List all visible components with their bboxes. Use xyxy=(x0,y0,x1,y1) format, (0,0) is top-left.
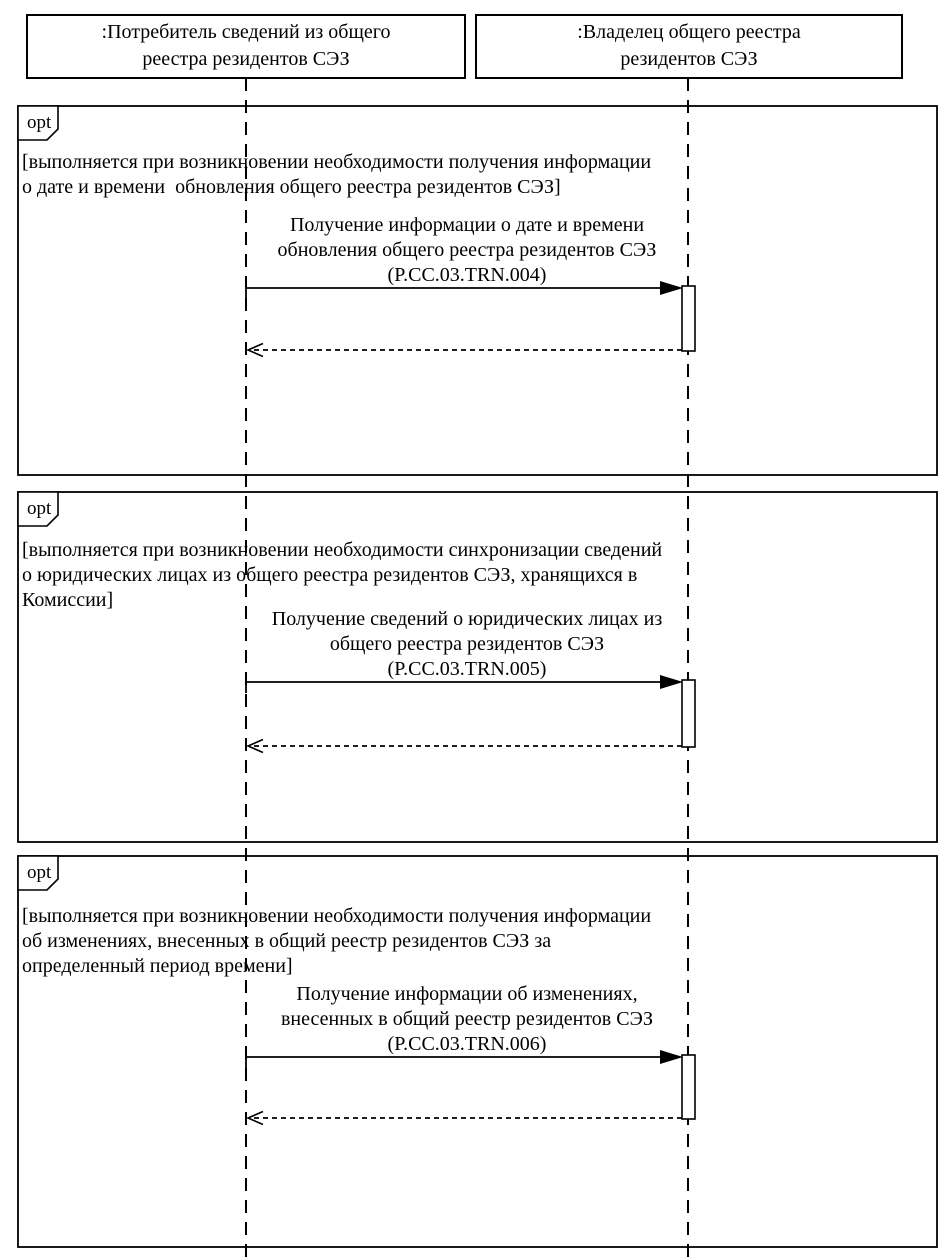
return-arrowhead-2 xyxy=(245,738,264,754)
opt-tab-2 xyxy=(17,491,59,527)
opt-fragment-2 xyxy=(17,491,938,843)
opt-tab-3 xyxy=(17,855,59,891)
actor-box-consumer xyxy=(26,14,466,79)
opt-guard-3: [выполняется при возникновении необходим… xyxy=(22,905,652,977)
call-message-label-2: Получение сведений о юридических лицах и… xyxy=(271,608,663,680)
call-message-label-1: Получение информации о дате и времени об… xyxy=(277,214,657,286)
opt-frame-1 xyxy=(17,105,938,476)
call-arrowhead-2 xyxy=(660,675,683,689)
actor-box-owner xyxy=(475,14,903,79)
opt-guard-1: [выполняется при возникновении необходим… xyxy=(22,151,652,198)
call-arrowhead-1 xyxy=(660,281,683,295)
activation-bar-3 xyxy=(681,1054,696,1120)
opt-fragment-3 xyxy=(17,855,938,1248)
return-arrowhead-1 xyxy=(245,342,264,358)
opt-frame-2 xyxy=(17,491,938,843)
activation-bar-2 xyxy=(681,679,696,748)
activation-bar-1 xyxy=(681,285,696,352)
opt-operator-3: opt xyxy=(27,862,52,883)
opt-guard-2: [выполняется при возникновении необходим… xyxy=(22,539,663,611)
call-message-label-3: Получение информации об изменениях, внес… xyxy=(280,983,654,1055)
return-arrowhead-3 xyxy=(245,1110,264,1126)
call-arrowhead-3 xyxy=(660,1050,683,1064)
opt-operator-1: opt xyxy=(27,112,52,133)
opt-fragment-1 xyxy=(17,105,938,476)
actor-label-owner: :Владелец общего реестра резидентов СЭЗ xyxy=(577,21,801,70)
opt-frame-3 xyxy=(17,855,938,1248)
opt-operator-2: opt xyxy=(27,498,52,519)
actor-label-consumer: :Потребитель сведений из общего реестра … xyxy=(101,21,391,70)
opt-tab-1 xyxy=(17,105,59,141)
